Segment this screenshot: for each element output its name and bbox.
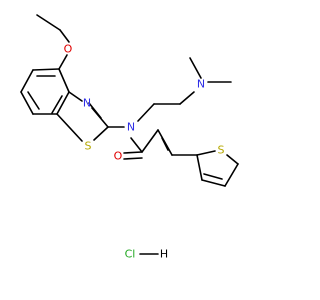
bond xyxy=(224,163,239,187)
bond xyxy=(20,69,34,93)
bond xyxy=(20,91,34,115)
amine-nitrogen-label: N xyxy=(197,78,205,91)
chlorine-label: Cl xyxy=(125,248,136,261)
bond xyxy=(32,68,60,71)
bond xyxy=(203,173,223,180)
bond xyxy=(58,54,68,70)
bond xyxy=(201,179,226,187)
bond xyxy=(59,29,70,43)
bond xyxy=(196,154,203,181)
hydrogen-label: H xyxy=(160,248,168,261)
thiazole-nitrogen-label: N xyxy=(83,97,91,110)
bond xyxy=(141,129,159,153)
bond xyxy=(58,68,70,93)
molecule-diagram: O N S N N O S Cl H xyxy=(20,14,239,261)
carbonyl-oxygen-label: O xyxy=(114,150,123,163)
bond xyxy=(88,102,102,119)
bond xyxy=(130,137,143,153)
bond xyxy=(56,91,70,115)
bond xyxy=(36,14,61,31)
bond xyxy=(189,57,202,79)
bond xyxy=(27,91,40,110)
bond xyxy=(123,157,143,160)
bond xyxy=(226,154,239,165)
structure-canvas: O N S N N O S Cl H xyxy=(20,14,239,261)
ether-oxygen-label: O xyxy=(64,43,73,56)
bond xyxy=(161,137,169,151)
thiazole-sulfur-label: S xyxy=(85,140,92,153)
bond xyxy=(196,150,216,156)
bond xyxy=(179,91,195,105)
bond xyxy=(123,151,143,154)
bond xyxy=(93,126,109,141)
bond xyxy=(137,103,155,122)
amide-nitrogen-label: N xyxy=(127,121,135,134)
bond xyxy=(68,91,83,102)
thiophene-sulfur-label: S xyxy=(218,144,225,157)
bond xyxy=(56,113,83,142)
bond xyxy=(51,95,63,114)
